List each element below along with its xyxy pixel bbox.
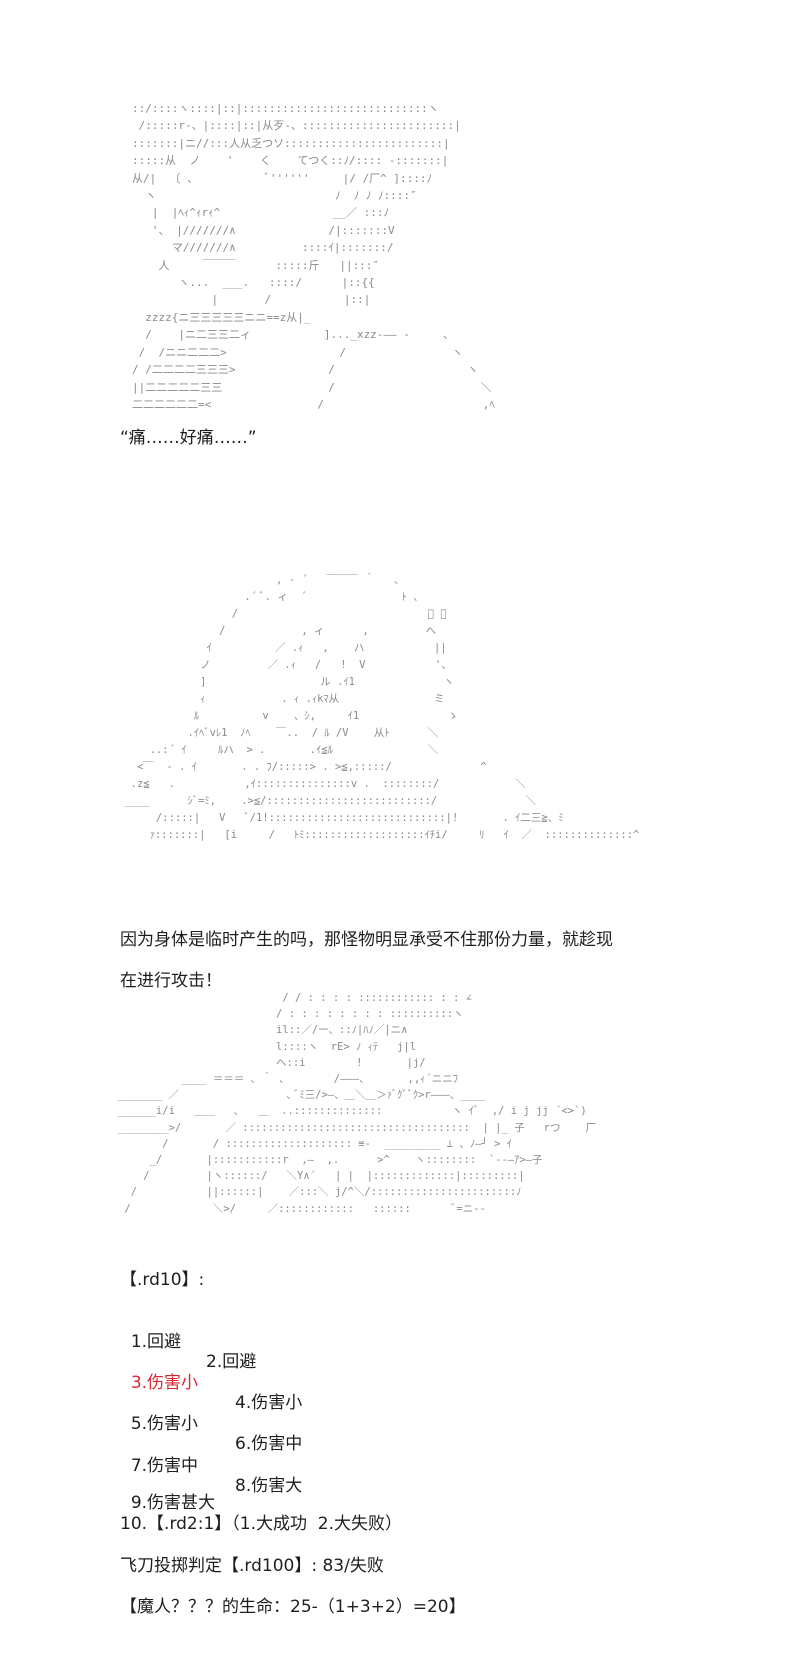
narration-line-1: 因为身体是临时产生的吗，那怪物明显承受不住那份力量，就趁现 bbox=[120, 930, 613, 950]
hp-status: 【魔人？？？的生命：25-（1+3+2）=20】 bbox=[120, 1597, 466, 1617]
option-row-4: 7.伤害中 8.伤害大 bbox=[120, 1436, 302, 1496]
option-row-1: 1.回避 2.回避 bbox=[120, 1312, 256, 1372]
option-9: 9.伤害甚大 bbox=[130, 1493, 216, 1513]
option-row-3: 5.伤害小 6.伤害中 bbox=[120, 1394, 302, 1454]
ascii-art-figure-1: ::/::::ヽ::::|::|::::::::::::::::::::::::… bbox=[132, 102, 495, 411]
option-1: 1.回避 bbox=[130, 1332, 182, 1352]
option-7: 7.伤害中 bbox=[130, 1456, 199, 1476]
ascii-art-figure-2: , - ´ ￣￣￣ ｀ 、 .´ ﾞ. ィ ´ ﾄ 、 / ﾞ 、 / , ィ … bbox=[124, 574, 640, 841]
option-4: 4.伤害小 bbox=[235, 1393, 303, 1413]
option-6: 6.伤害中 bbox=[235, 1434, 303, 1454]
option-row-2: 3.伤害小 4.伤害小 bbox=[120, 1353, 302, 1413]
knife-throw-roll: 飞刀投掷判定【.rd100】: 83/失败 bbox=[120, 1556, 384, 1576]
option-row-5: 9.伤害甚大 bbox=[120, 1473, 215, 1513]
dialogue-line: “痛……好痛……” bbox=[120, 428, 257, 448]
narration-line-2: 在进行攻击！ bbox=[120, 971, 222, 991]
option-2: 2.回避 bbox=[206, 1352, 257, 1372]
option-5: 5.伤害小 bbox=[130, 1414, 199, 1434]
roll-header: 【.rd10】: bbox=[120, 1270, 205, 1290]
option-10: 10.【.rd2:1】（1.大成功 2.大失败） bbox=[120, 1514, 403, 1534]
ascii-art-figure-3: / / : : : : :::::::::::: : : ∠ / : : : :… bbox=[118, 992, 597, 1215]
option-3-selected: 3.伤害小 bbox=[130, 1373, 199, 1393]
option-8: 8.伤害大 bbox=[235, 1476, 303, 1496]
